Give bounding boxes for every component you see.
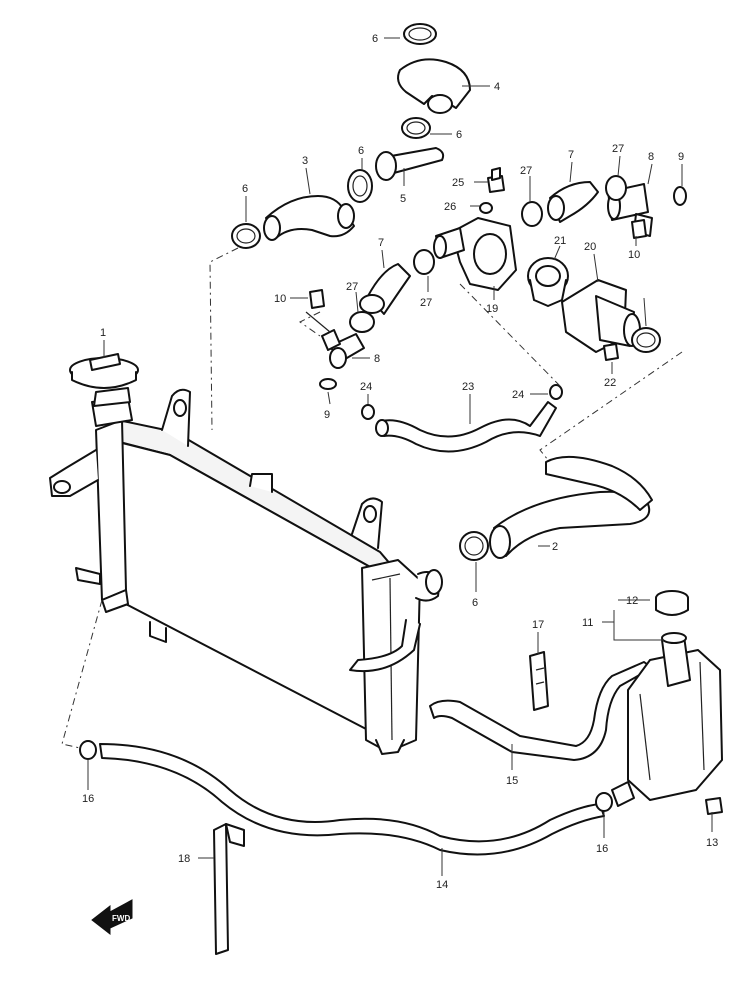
front-arrow-label: FWD <box>112 914 130 923</box>
reservoir-tank-11 <box>611 632 723 807</box>
water-pipe-5 <box>375 147 445 181</box>
connection-lines <box>61 247 683 749</box>
callout-label: 9 <box>324 409 330 421</box>
small-parts <box>305 167 723 815</box>
callout-label: 6 <box>358 145 364 157</box>
callout-label: 16 <box>596 843 608 855</box>
callout-label: 24 <box>360 381 372 393</box>
radiator-hose-2 <box>489 455 653 559</box>
radiator <box>49 353 443 755</box>
callout-label: 25 <box>452 177 464 189</box>
fitting-8-lower <box>321 329 365 369</box>
callout-label: 11 <box>582 617 593 629</box>
callout-label: 26 <box>444 201 456 213</box>
reservoir-hose-14 <box>99 743 605 856</box>
callout-label: 16 <box>82 793 94 805</box>
leader-lines <box>87 37 713 876</box>
callout-label: 4 <box>494 81 500 93</box>
callout-label: 12 <box>626 595 638 607</box>
water-hose-7-upper <box>547 181 599 223</box>
reservoir-cap-12 <box>655 590 689 616</box>
callout-label: 9 <box>678 151 684 163</box>
callout-label: 5 <box>400 193 406 205</box>
front-direction-arrow: FWD <box>91 899 133 936</box>
callout-label: 17 <box>532 619 544 631</box>
callout-label: 6 <box>456 129 462 141</box>
callout-label: 19 <box>486 303 498 315</box>
callout-label: 7 <box>378 237 384 249</box>
hose-clamps <box>79 23 661 812</box>
callout-label: 10 <box>628 249 640 261</box>
callout-label: 27 <box>346 281 358 293</box>
callout-label: 14 <box>436 879 448 891</box>
callout-label: 15 <box>506 775 518 787</box>
callout-label: 24 <box>512 389 524 401</box>
radiator-hose-3 <box>263 195 355 241</box>
callout-label: 27 <box>612 143 624 155</box>
callout-label: 20 <box>584 241 596 253</box>
thermostat-housing-19 <box>433 217 517 291</box>
strap-18 <box>213 823 245 955</box>
callout-label: 21 <box>554 235 566 247</box>
callout-label: 6 <box>372 33 378 45</box>
callout-label: 22 <box>604 377 616 389</box>
callout-label: 7 <box>568 149 574 161</box>
callout-label: 27 <box>520 165 532 177</box>
water-hose-7-middle <box>359 263 411 315</box>
callout-label: 18 <box>178 853 190 865</box>
callout-label: 6 <box>242 183 248 195</box>
callout-label: 23 <box>462 381 474 393</box>
callout-labels: 1 2 3 4 5 6 6 6 6 6 7 7 8 8 9 9 10 10 11… <box>82 33 718 891</box>
callout-label: 1 <box>100 327 106 339</box>
radiator-hose-4 <box>397 58 471 114</box>
callout-label: 8 <box>648 151 654 163</box>
callout-label: 27 <box>420 297 432 309</box>
thermostat-cover-20 <box>561 279 641 353</box>
callout-label: 13 <box>706 837 718 849</box>
strap-17 <box>529 651 549 711</box>
callout-label: 10 <box>274 293 286 305</box>
thermostat-21 <box>527 257 569 307</box>
bypass-hose-23 <box>375 401 557 453</box>
callout-label: 8 <box>374 353 380 365</box>
callout-label: 3 <box>302 155 308 167</box>
callout-label: 2 <box>552 541 558 553</box>
callout-label: 6 <box>472 597 478 609</box>
